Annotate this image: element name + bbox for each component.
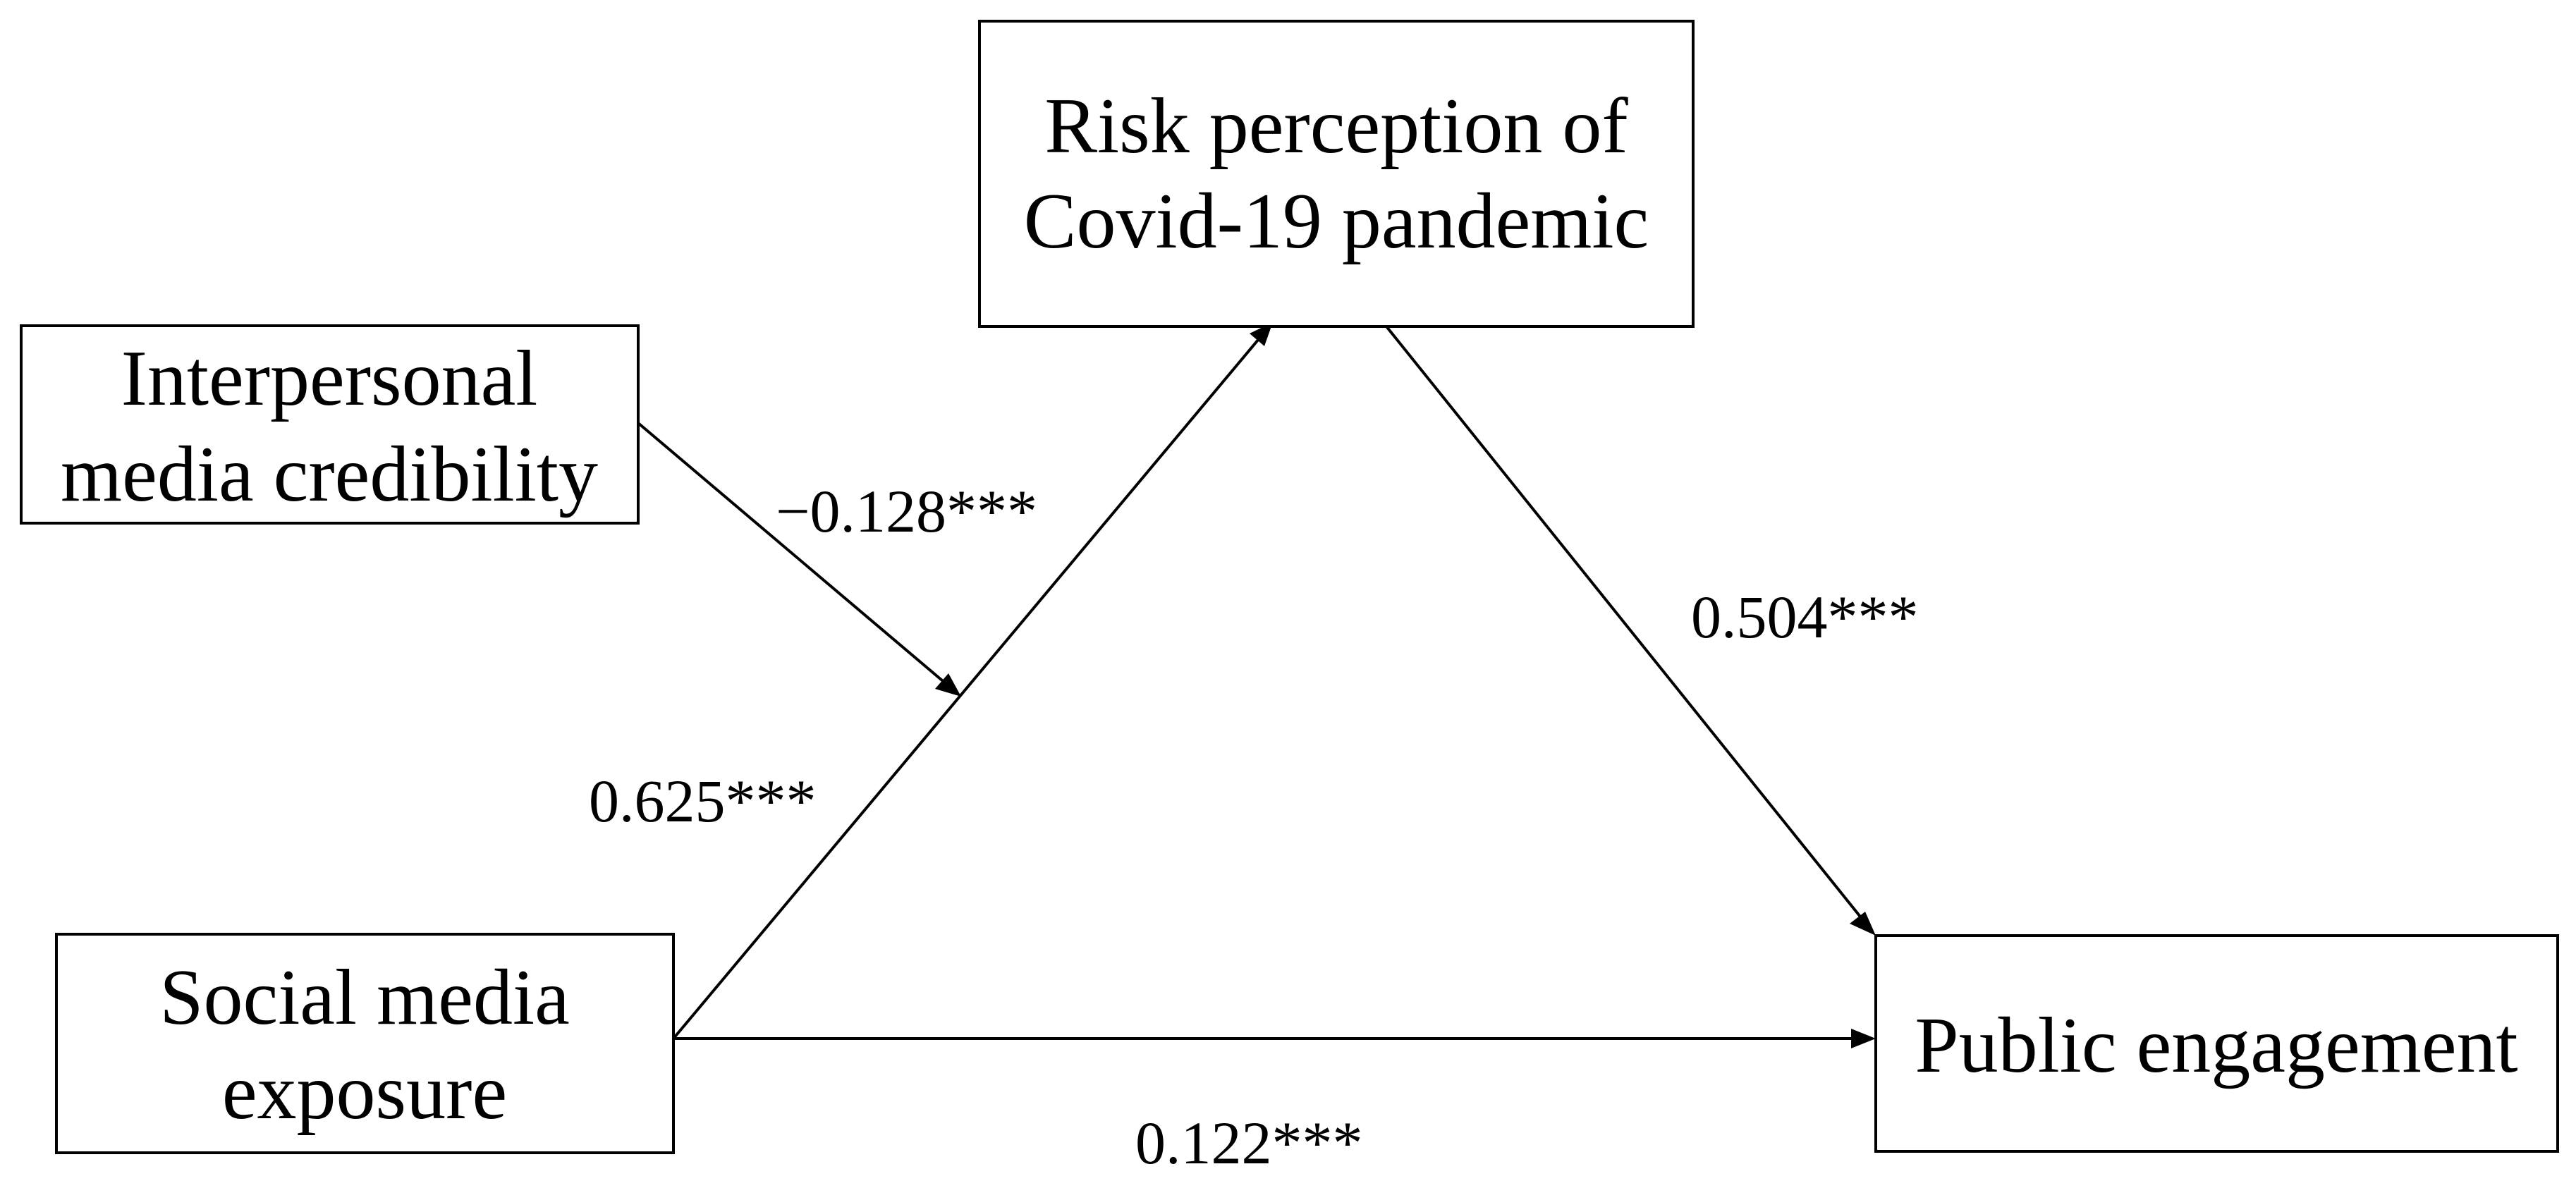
public-engagement-label: Public engagement [1915, 1002, 2517, 1089]
arrowhead-moderation [935, 673, 961, 697]
coef-risk-to-public: 0.504*** [1691, 583, 1919, 651]
interpersonal-line2: media credibility [61, 431, 598, 518]
coef-social-to-risk: 0.625*** [589, 767, 817, 835]
arrow-social-to-risk [672, 325, 1271, 1040]
arrow-moderation [637, 422, 958, 694]
box-social-media-exposure [55, 933, 675, 1154]
arrowhead-social-to-public [1851, 1029, 1876, 1048]
node-interpersonal-media-credibility: Interpersonal media credibility [20, 324, 640, 525]
interpersonal-line1: Interpersonal [121, 335, 538, 422]
coef-social-to-public: 0.122*** [1135, 1109, 1363, 1177]
coefficients: −0.128*** 0.625*** 0.504*** 0.122*** [589, 477, 1919, 1177]
box-public-engagement [1874, 934, 2559, 1153]
node-social-media-exposure: Social media exposure [55, 933, 675, 1154]
node-public-engagement: Public engagement [1874, 934, 2559, 1153]
coef-moderation: −0.128*** [776, 477, 1037, 545]
box-risk-perception [978, 20, 1695, 328]
node-risk-perception: Risk perception of Covid-19 pandemic [978, 20, 1695, 328]
arrowhead-risk-to-public [1850, 912, 1876, 936]
edges [637, 322, 1876, 1048]
arrow-risk-to-public [1385, 325, 1873, 932]
risk-perception-line1: Risk perception of [1044, 82, 1628, 170]
box-interpersonal-media-credibility [20, 324, 640, 525]
social-media-line1: Social media [159, 954, 570, 1041]
arrowhead-social-to-risk [1250, 322, 1273, 346]
risk-perception-line2: Covid-19 pandemic [1024, 178, 1649, 265]
social-media-line2: exposure [222, 1048, 507, 1136]
